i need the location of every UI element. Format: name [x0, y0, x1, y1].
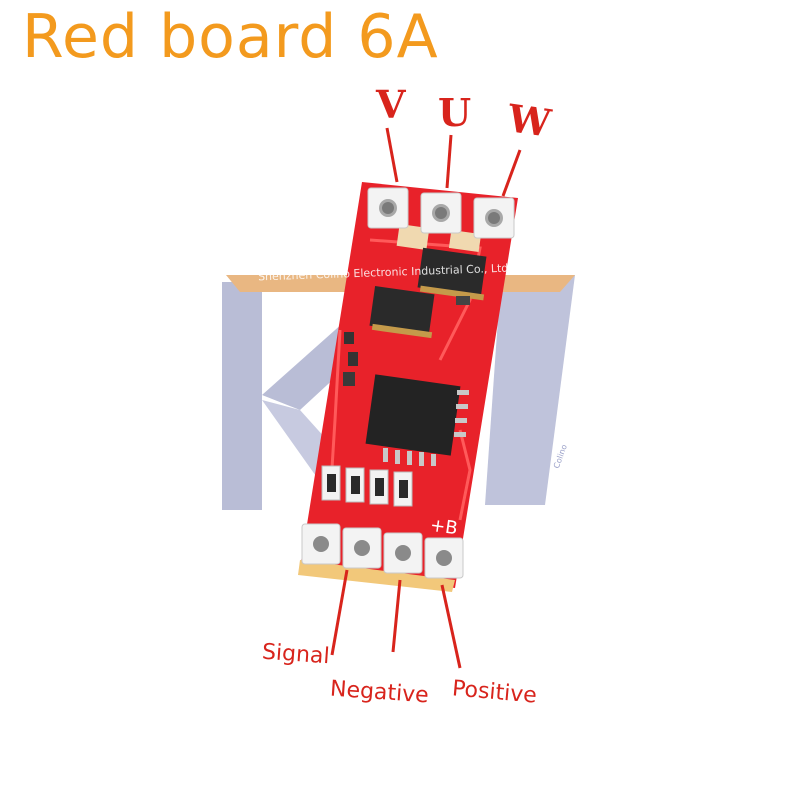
pad-negative	[383, 532, 423, 574]
pad-signal	[301, 523, 341, 565]
resistor-row	[321, 465, 413, 507]
mosfet-left	[369, 286, 435, 339]
bottom-pads	[301, 523, 464, 579]
pad-positive	[424, 537, 464, 579]
leader-lines	[330, 127, 522, 669]
pad-2	[342, 527, 382, 569]
mosfet-chips	[369, 247, 487, 339]
controller-ic	[365, 374, 469, 466]
phase-label-u: U	[438, 90, 472, 135]
silkscreen-plus-b: +B	[429, 515, 459, 540]
phase-label-v: V	[376, 82, 406, 127]
phase-label-w: W	[505, 95, 554, 146]
smd-components	[343, 296, 470, 386]
pad-u	[420, 192, 462, 234]
pad-w	[473, 197, 515, 239]
pin-label-signal: Signal	[261, 639, 331, 670]
page-title: Red board 6A	[22, 2, 439, 72]
phase-pads	[367, 187, 515, 239]
pad-v	[367, 187, 409, 229]
